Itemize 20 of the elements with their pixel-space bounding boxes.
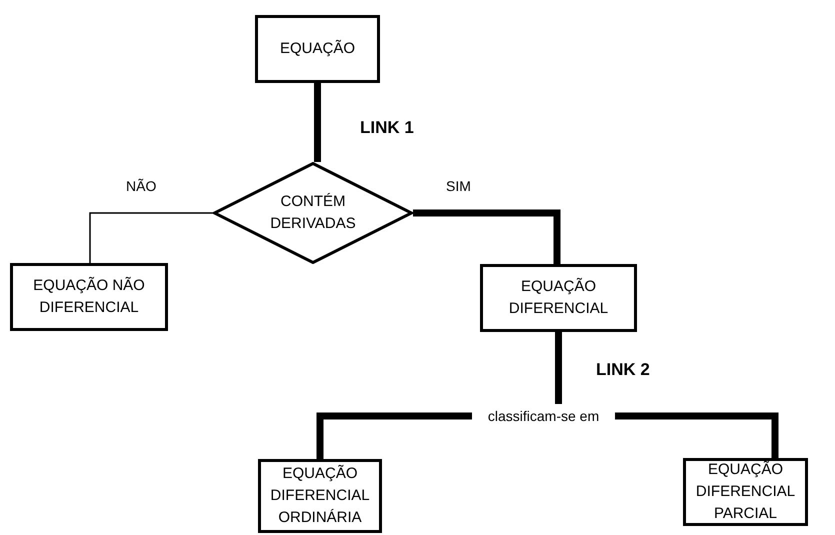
process-box: [480, 264, 637, 332]
connector-text: classificam-se em: [486, 408, 602, 424]
connector-line: [615, 412, 778, 458]
node-text: CONTÉM DERIVADAS: [270, 193, 356, 232]
node-text: EQUAÇÃO DIFERENCIAL PARCIAL: [694, 460, 796, 524]
node-text: EQUAÇÃO: [280, 38, 355, 60]
edge-label: SIM: [444, 178, 473, 194]
node-text: EQUAÇÃO DIFERENCIAL: [508, 276, 610, 319]
connector-line: [555, 332, 562, 404]
connector-line: [314, 83, 321, 162]
process-box: [683, 458, 808, 526]
process-box: [255, 15, 380, 83]
process-box: [258, 459, 382, 533]
connector-line: [316, 412, 472, 459]
connector-line: [413, 210, 560, 264]
connector-line: [89, 212, 213, 263]
node-text: EQUAÇÃO DIFERENCIAL ORDINÁRIA: [269, 464, 371, 528]
edge-label: NÃO: [124, 178, 158, 194]
node-text: EQUAÇÃO NÃO DIFERENCIAL: [32, 276, 146, 318]
process-box: [10, 263, 168, 331]
